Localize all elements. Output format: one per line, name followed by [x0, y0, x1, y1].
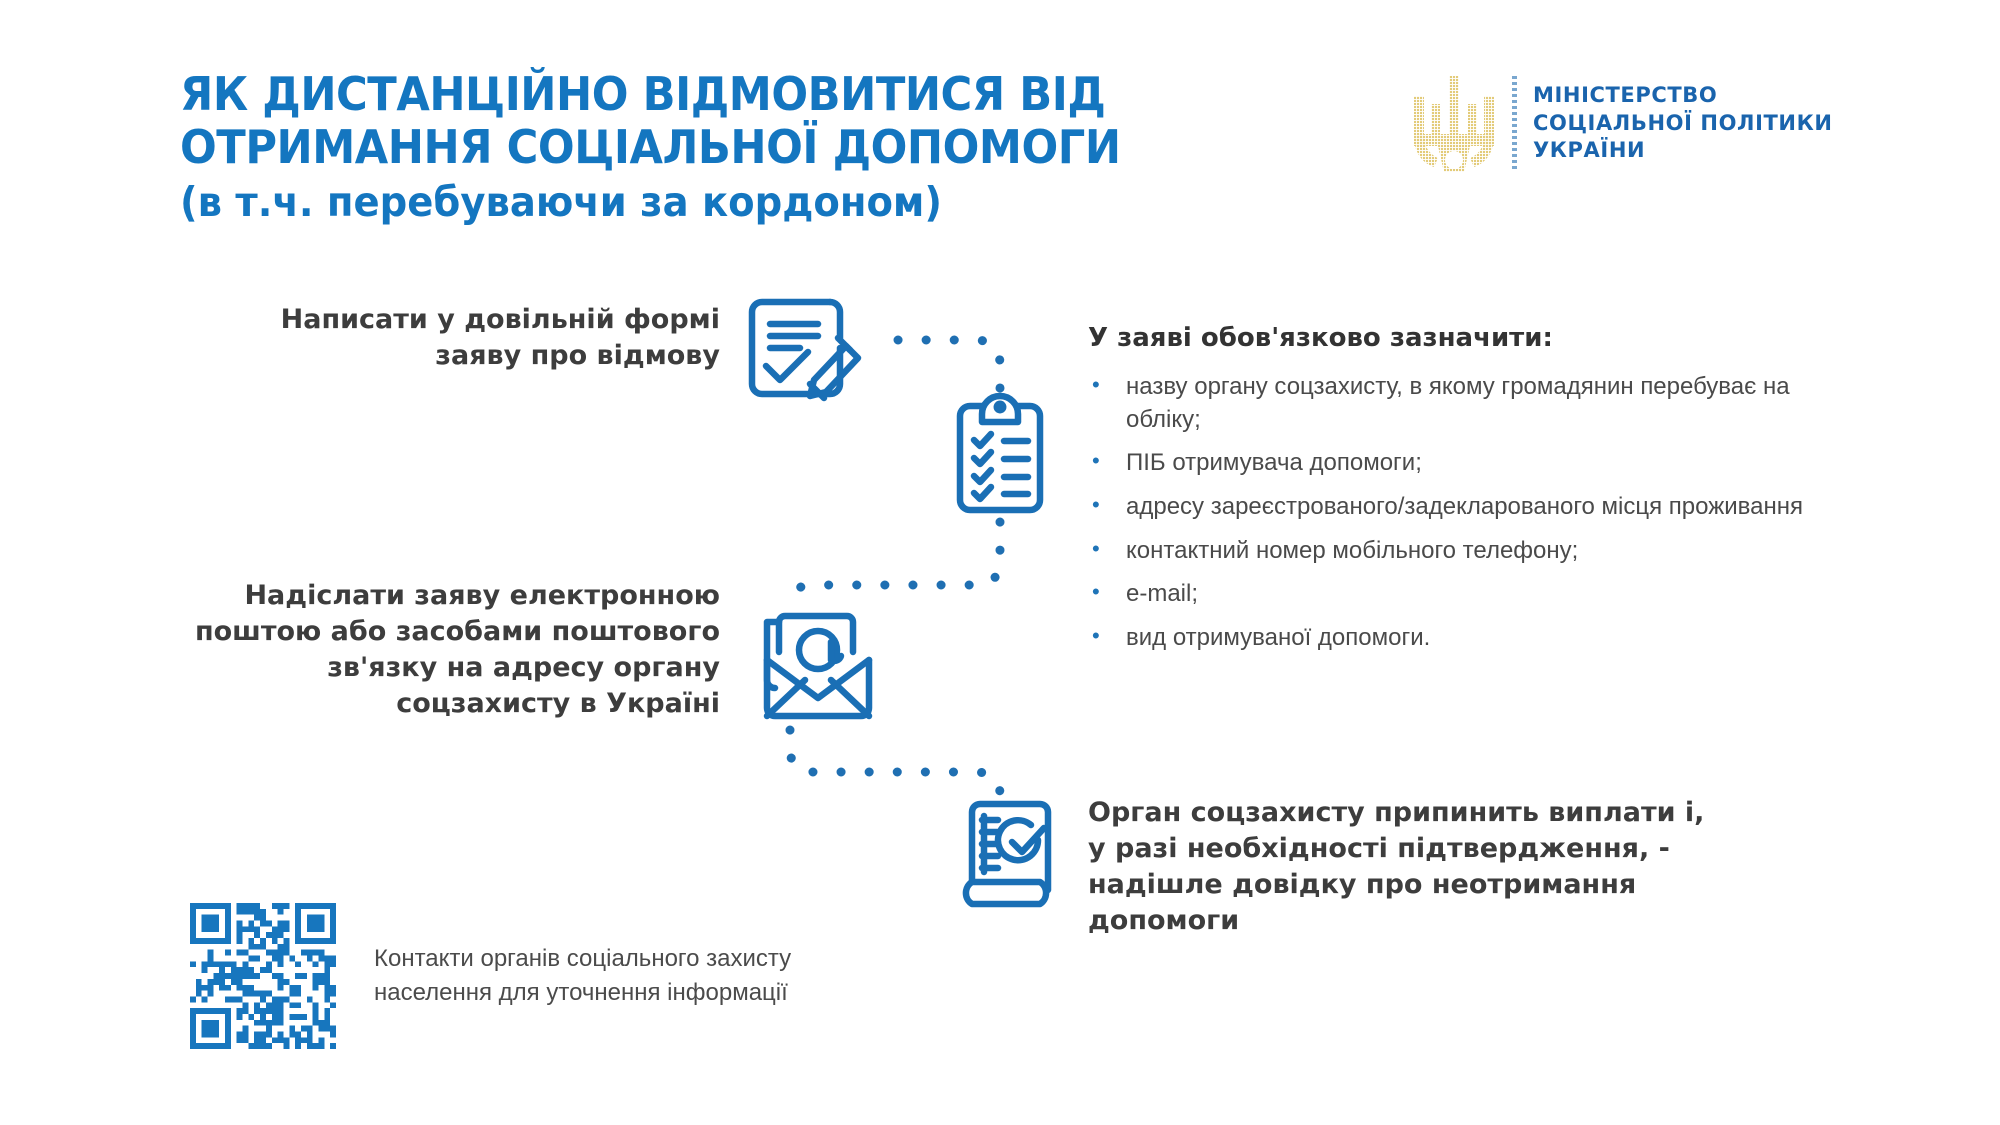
title-line-2: ОТРИМАННЯ СОЦІАЛЬНОЇ ДОПОМОГИ [180, 120, 1121, 175]
list-item-label: контактний номер мобільного телефону; [1126, 536, 1579, 564]
bullet-icon: • [1092, 448, 1100, 474]
logo-text: МІНІСТЕРСТВО СОЦІАЛЬНОЇ ПОЛІТИКИ УКРАЇНИ [1533, 70, 1833, 165]
bullet-icon: • [1092, 535, 1100, 561]
list-item: • вид отримуваної допомоги. [1088, 622, 1868, 655]
list-item: • e-mail; [1088, 578, 1868, 611]
logo-text-line-2: СОЦІАЛЬНОЇ ПОЛІТИКИ [1533, 110, 1833, 135]
logo-text-line-1: МІНІСТЕРСТВО [1533, 83, 1718, 107]
qr-code[interactable] [190, 903, 336, 1049]
clipboard-checklist-icon [956, 392, 1044, 514]
page-title: ЯК ДИСТАНЦІЙНО ВІДМОВИТИСЯ ВІД ОТРИМАННЯ… [180, 67, 1290, 228]
list-item: • контактний номер мобільного телефону; [1088, 535, 1868, 568]
list-item-label: вид отримуваної допомоги. [1126, 623, 1431, 651]
qr-footer: Контакти органів соціального захисту нас… [190, 903, 794, 1049]
list-item-label: ПІБ отримувача допомоги; [1126, 449, 1422, 477]
bullet-icon: • [1092, 622, 1100, 648]
bullet-icon: • [1092, 491, 1100, 517]
bullet-icon: • [1092, 579, 1100, 605]
list-item: • назву органу соцзахисту, в якому грома… [1088, 371, 1868, 436]
requirements-heading: У заяві обов'язково зазначити: [1088, 323, 1553, 353]
email-envelope-icon [763, 612, 873, 720]
certificate-check-icon [962, 800, 1052, 908]
list-item-label: назву органу соцзахисту, в якому громадя… [1126, 373, 1790, 433]
list-item-label: адресу зареєстрованого/задекларованого м… [1126, 492, 1804, 520]
bullet-icon: • [1092, 372, 1100, 397]
title-subtitle: (в т.ч. перебуваючи за кордоном) [180, 177, 943, 226]
document-with-pen-icon [748, 298, 862, 402]
step-1-label: Написати у довільній формі заяву про від… [280, 304, 720, 371]
logo-text-line-3: УКРАЇНИ [1533, 138, 1646, 163]
title-line-1: ЯК ДИСТАНЦІЙНО ВІДМОВИТИСЯ ВІД [180, 67, 1106, 121]
step-2-label: Надіслати заяву електронною поштою або з… [194, 580, 720, 719]
step-3-label: Орган соцзахисту припинить виплати і, у … [1088, 797, 1705, 936]
requirements-panel: У заяві обов'язково зазначити: • назву о… [1088, 323, 1868, 665]
list-item-label: e-mail; [1126, 580, 1199, 608]
ministry-logo: МІНІСТЕРСТВО СОЦІАЛЬНОЇ ПОЛІТИКИ УКРАЇНИ [1408, 70, 1833, 178]
logo-divider [1512, 76, 1517, 172]
list-item: • ПІБ отримувача допомоги; [1088, 447, 1868, 480]
list-item: • адресу зареєстрованого/задекларованого… [1088, 491, 1868, 524]
requirements-list: • назву органу соцзахисту, в якому грома… [1088, 371, 1868, 654]
qr-caption: Контакти органів соціального захисту нас… [374, 944, 792, 1006]
ukraine-trident-emblem [1414, 76, 1494, 172]
